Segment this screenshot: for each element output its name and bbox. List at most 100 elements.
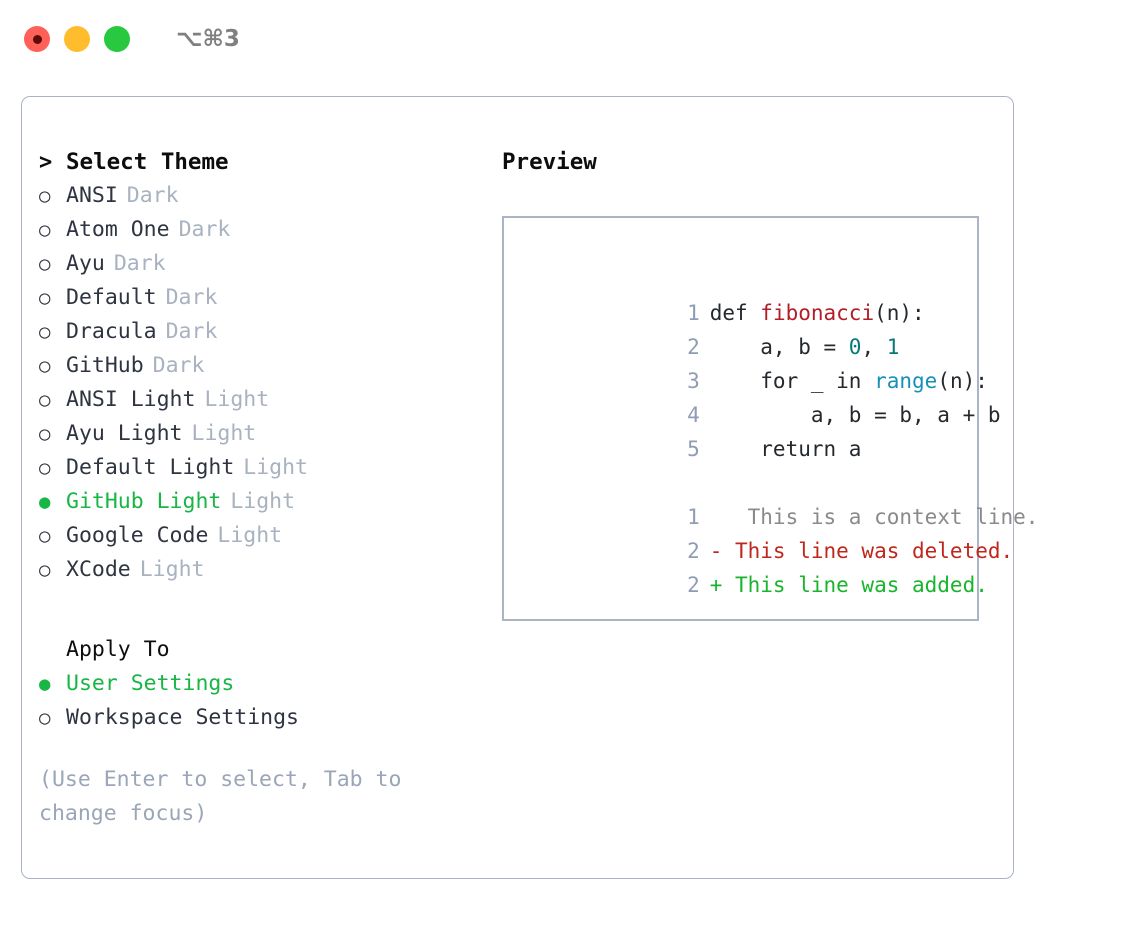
diff-text: This is a context line. bbox=[722, 505, 1039, 529]
code-token-number: 1 bbox=[886, 335, 900, 359]
theme-option-label: GitHub bbox=[66, 353, 144, 378]
code-token-call: range bbox=[874, 369, 938, 393]
theme-option-xcode-light[interactable]: ○ XCode Light bbox=[39, 553, 489, 587]
theme-option-ansi-light[interactable]: ○ ANSI Light Light bbox=[39, 383, 489, 417]
code-line: 2 a, b = 0, 1 bbox=[522, 296, 977, 359]
theme-list-header: > Select Theme bbox=[39, 145, 489, 179]
line-number: 2 bbox=[687, 573, 700, 597]
code-token: for _ in bbox=[709, 369, 875, 393]
title-bar: ⌥⌘3 bbox=[0, 0, 1140, 78]
theme-option-label: Default bbox=[66, 285, 157, 310]
diff-sign-minus: - bbox=[709, 539, 723, 563]
theme-option-label: GitHub Light bbox=[66, 489, 222, 514]
theme-option-atom-one-dark[interactable]: ○ Atom One Dark bbox=[39, 213, 489, 247]
theme-option-suffix: Light bbox=[204, 387, 270, 412]
apply-to-option-workspace-settings[interactable]: ○ Workspace Settings bbox=[39, 701, 489, 735]
theme-option-suffix: Light bbox=[139, 557, 205, 582]
diff-line-context: 1 This is a context line. bbox=[522, 466, 1038, 529]
radio-unselected-icon: ○ bbox=[39, 219, 51, 241]
theme-option-label: ANSI bbox=[66, 183, 118, 208]
theme-option-github-light[interactable]: ● GitHub Light Light bbox=[39, 485, 489, 519]
theme-option-suffix: Light bbox=[191, 421, 257, 446]
diff-text: This line was added. bbox=[722, 573, 988, 597]
radio-unselected-icon: ○ bbox=[39, 185, 51, 207]
close-dot-icon bbox=[32, 34, 42, 44]
radio-selected-icon: ● bbox=[39, 491, 51, 513]
apply-to-option-user-settings[interactable]: ● User Settings bbox=[39, 667, 489, 701]
line-number: 1 bbox=[687, 505, 700, 529]
radio-unselected-icon: ○ bbox=[39, 389, 51, 411]
code-token: (n): bbox=[874, 301, 925, 325]
keyboard-hint-line-2: change focus) bbox=[39, 801, 208, 826]
theme-option-ayu-dark[interactable]: ○ Ayu Dark bbox=[39, 247, 489, 281]
apply-to-header-label: Apply To bbox=[66, 637, 170, 662]
preview-title: Preview bbox=[502, 149, 597, 175]
theme-option-suffix: Dark bbox=[165, 285, 218, 310]
code-token: return a bbox=[709, 437, 862, 461]
theme-option-dracula-dark[interactable]: ○ Dracula Dark bbox=[39, 315, 489, 349]
theme-option-label: Atom One bbox=[66, 217, 170, 242]
theme-option-suffix: Dark bbox=[165, 319, 218, 344]
theme-option-label: Default Light bbox=[66, 455, 235, 480]
theme-option-ansi-dark[interactable]: ○ ANSI Dark bbox=[39, 179, 489, 213]
theme-option-label: Ayu bbox=[66, 251, 105, 276]
maximize-button-icon[interactable] bbox=[104, 26, 130, 52]
theme-option-default-light[interactable]: ○ Default Light Light bbox=[39, 451, 489, 485]
line-number: 1 bbox=[687, 301, 700, 325]
prompt-caret-icon: > bbox=[39, 150, 53, 175]
theme-option-suffix: Dark bbox=[126, 183, 179, 208]
line-number: 2 bbox=[687, 539, 700, 563]
radio-selected-icon: ● bbox=[39, 673, 51, 695]
diff-sign bbox=[710, 500, 723, 534]
line-number: 4 bbox=[687, 403, 700, 427]
theme-option-label: Ayu Light bbox=[66, 421, 183, 446]
theme-option-ayu-light[interactable]: ○ Ayu Light Light bbox=[39, 417, 489, 451]
diff-text: This line was deleted. bbox=[722, 539, 1014, 563]
line-number: 5 bbox=[687, 437, 700, 461]
radio-unselected-icon: ○ bbox=[39, 321, 51, 343]
radio-unselected-icon: ○ bbox=[39, 707, 51, 729]
radio-unselected-icon: ○ bbox=[39, 457, 51, 479]
theme-option-suffix: Dark bbox=[178, 217, 231, 242]
theme-option-label: ANSI Light bbox=[66, 387, 196, 412]
theme-option-label: Google Code bbox=[66, 523, 209, 548]
theme-selector-column: > Select Theme ○ ANSI Dark ○ Atom One Da… bbox=[39, 145, 489, 735]
section-spacer bbox=[39, 587, 489, 633]
theme-option-suffix: Dark bbox=[152, 353, 205, 378]
theme-list-header-label: Select Theme bbox=[66, 149, 229, 175]
code-token: (n): bbox=[937, 369, 988, 393]
code-line: 5 return a bbox=[522, 398, 977, 461]
apply-to-header: ○ Apply To bbox=[39, 633, 489, 667]
keyboard-hint: (Use Enter to select, Tab to change focu… bbox=[39, 763, 449, 831]
code-token-number: 0 bbox=[848, 335, 862, 359]
theme-option-label: XCode bbox=[66, 557, 131, 582]
apply-to-option-label: User Settings bbox=[66, 671, 235, 696]
diff-line-added: 2 + This line was added. bbox=[522, 534, 988, 597]
keyboard-shortcut-label: ⌥⌘3 bbox=[176, 26, 240, 52]
code-token: def bbox=[709, 301, 761, 325]
code-line: 3 for _ in range(n): bbox=[522, 330, 988, 393]
keyboard-hint-line-1: (Use Enter to select, Tab to bbox=[39, 767, 402, 792]
window-controls bbox=[24, 26, 130, 52]
theme-option-suffix: Dark bbox=[113, 251, 166, 276]
diff-sign-plus: + bbox=[709, 573, 723, 597]
line-number: 2 bbox=[687, 335, 700, 359]
minimize-button-icon[interactable] bbox=[64, 26, 90, 52]
theme-option-default-dark[interactable]: ○ Default Dark bbox=[39, 281, 489, 315]
theme-option-suffix: Light bbox=[243, 455, 309, 480]
close-button-icon[interactable] bbox=[24, 26, 50, 52]
radio-unselected-icon: ○ bbox=[39, 253, 51, 275]
diff-line-deleted: 2- This line was deleted. bbox=[522, 500, 1013, 563]
radio-unselected-icon: ○ bbox=[39, 355, 51, 377]
radio-unselected-icon: ○ bbox=[39, 423, 51, 445]
code-token: a, b = bbox=[709, 335, 849, 359]
theme-option-google-code-light[interactable]: ○ Google Code Light bbox=[39, 519, 489, 553]
main-panel: > Select Theme ○ ANSI Dark ○ Atom One Da… bbox=[21, 96, 1038, 879]
radio-unselected-icon: ○ bbox=[39, 287, 51, 309]
theme-option-suffix: Light bbox=[230, 489, 296, 514]
theme-option-github-dark[interactable]: ○ GitHub Dark bbox=[39, 349, 489, 383]
code-token: a, b = b, a + b bbox=[709, 403, 1001, 427]
